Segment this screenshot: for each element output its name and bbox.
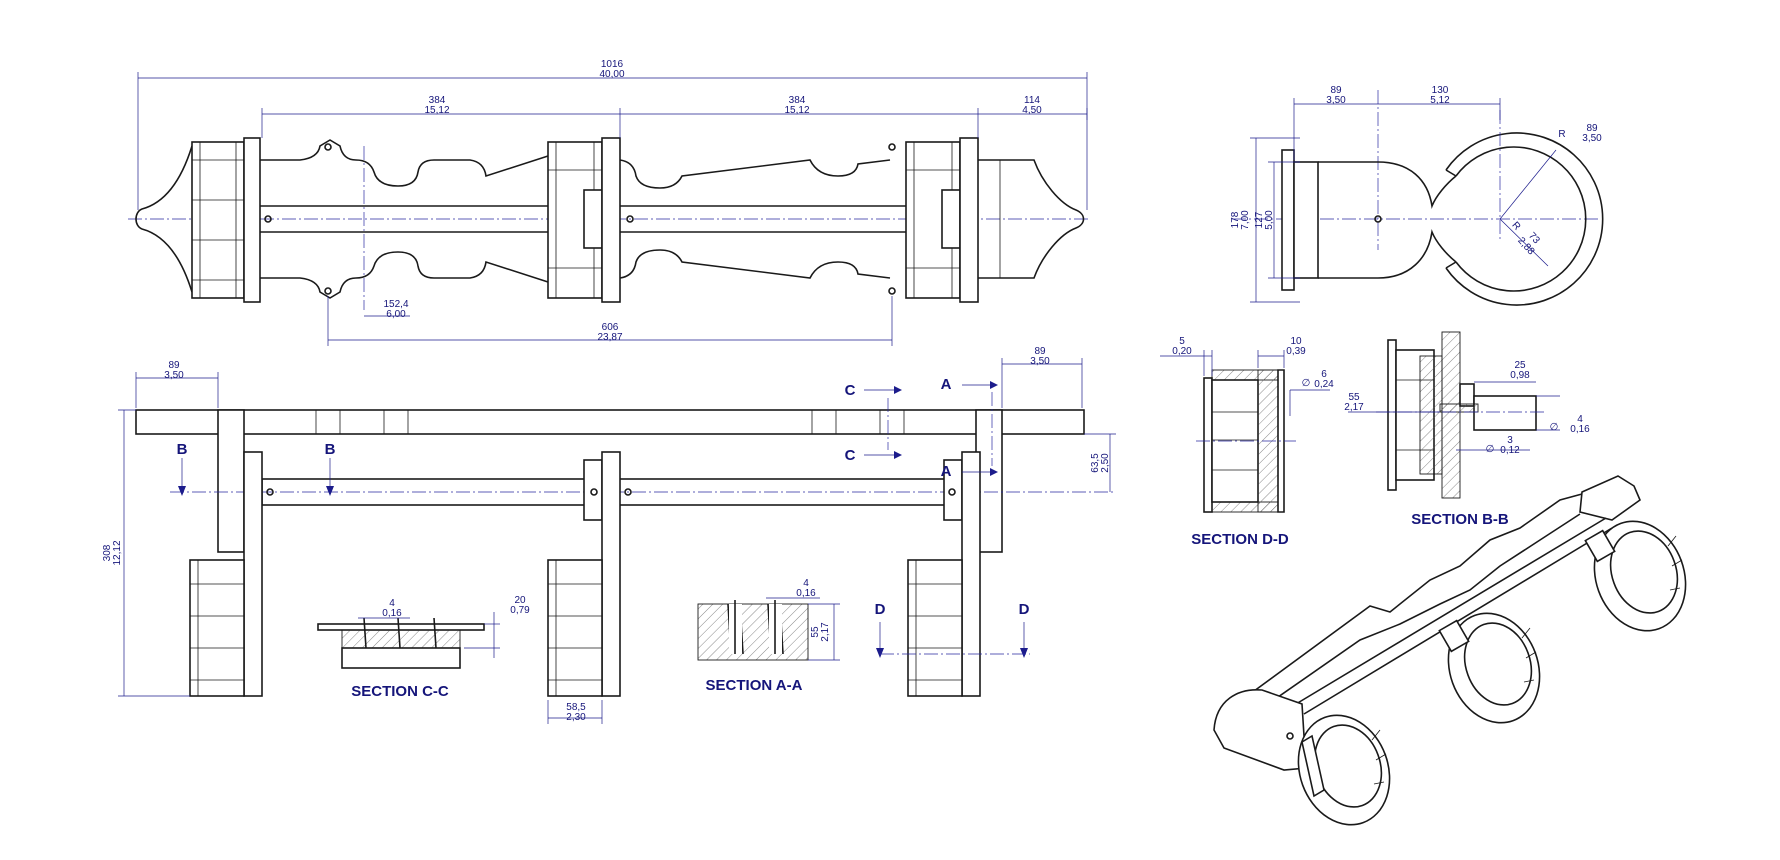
dim-bb-rod-in: 0,98: [1510, 370, 1530, 381]
dim-total-h-in: 12,12: [112, 540, 123, 565]
dim-side-width: 89: [168, 360, 180, 371]
dim-cc-peg-in: 0,16: [382, 608, 402, 619]
dim-bb-dia-sym: ∅: [1550, 422, 1559, 433]
top-view: [128, 137, 1090, 310]
dim-bb-dia-in: 0,16: [1570, 424, 1590, 435]
dim-left-span-in: 15,12: [424, 105, 449, 116]
dim-side-89-in: 3,50: [1326, 95, 1346, 106]
dim-side-width-r-in: 3,50: [1030, 356, 1050, 367]
section-aa: 4 0,16 55 2,17 SECTION A-A: [697, 578, 840, 694]
dim-side-width-r: 89: [1034, 346, 1046, 357]
dim-bb-small-in: 0,12: [1500, 445, 1520, 456]
dim-cc-h-in: 0,79: [510, 605, 530, 616]
iso-ring-right: [1584, 520, 1687, 632]
dim-overall: 1016: [601, 59, 624, 70]
dim-r-outer: 89: [1586, 123, 1598, 134]
dim-aa-h-in: 2,17: [820, 622, 831, 642]
dim-dd-l-in: 0,20: [1172, 346, 1192, 357]
marker-a-top: A: [941, 376, 952, 393]
dim-holes: 152,4: [383, 299, 408, 310]
dim-aa-peg-in: 0,16: [796, 588, 816, 599]
marker-c-bottom: C: [845, 447, 856, 464]
marker-d-left: D: [875, 601, 886, 618]
dim-height: 178: [1230, 211, 1241, 228]
front-view: [135, 409, 1115, 697]
section-bb: 25 0,98 55 2,17 ∅ 4 0,16 ∅ 3 0,12 SECTIO…: [1344, 331, 1590, 528]
dim-r-inner-label: R: [1509, 220, 1522, 233]
marker-d-right: D: [1019, 601, 1030, 618]
dim-rod-h: 63,5: [1090, 453, 1101, 473]
dim-plate-h-in: 5,00: [1264, 210, 1275, 230]
dim-side-width-in: 3,50: [164, 370, 184, 381]
dim-cc-peg: 4: [389, 598, 395, 609]
section-dd-label: SECTION D-D: [1191, 531, 1289, 548]
dim-bb-h: 55: [1348, 392, 1360, 403]
dim-cc-h: 20: [514, 595, 526, 606]
dim-left-span: 384: [429, 95, 446, 106]
marker-b-left: B: [177, 441, 188, 458]
marker-a-bottom: A: [941, 463, 952, 480]
dim-bb-dia: 4: [1577, 414, 1583, 425]
dim-ring-off: 130: [1432, 85, 1449, 96]
dim-dd-r-in: 0,39: [1286, 346, 1306, 357]
dim-aa-h: 55: [810, 626, 821, 638]
dim-end-len-in: 4,50: [1022, 105, 1042, 116]
dim-right-span-in: 15,12: [784, 105, 809, 116]
section-cc-label: SECTION C-C: [351, 683, 449, 700]
dim-plate-h: 127: [1254, 211, 1265, 228]
iso-ring-mid: [1438, 612, 1541, 724]
dim-ring-off-in: 5,12: [1430, 95, 1450, 106]
dim-bb-h-in: 2,17: [1344, 402, 1364, 413]
section-dd: 5 0,20 10 0,39 ∅ 6 0,24 SECTION D-D: [1160, 336, 1334, 548]
section-bb-label: SECTION B-B: [1411, 511, 1509, 528]
dim-bb-small-sym: ∅: [1486, 444, 1495, 455]
section-cc: 20 0,79 4 0,16 SECTION C-C: [317, 595, 530, 700]
top-view-dimensions: 1016 40,00 384 15,12 384 15,12 114 4,50 …: [137, 59, 1088, 346]
dim-total-h: 308: [102, 544, 113, 561]
dim-dd-bore: 6: [1321, 369, 1327, 380]
marker-c-top: C: [845, 382, 856, 399]
dim-dd-r: 10: [1290, 336, 1302, 347]
dim-overall-in: 40,00: [599, 69, 624, 80]
dim-right-span: 384: [789, 95, 806, 106]
dim-dd-l: 5: [1179, 336, 1185, 347]
dim-bb-rod: 25: [1514, 360, 1526, 371]
dim-plate-w: 58,5: [566, 702, 586, 713]
dim-side-89: 89: [1330, 85, 1342, 96]
dim-end-len: 114: [1024, 95, 1040, 106]
dim-plate-w-in: 2,30: [566, 712, 586, 723]
dim-bb-small: 3: [1507, 435, 1513, 446]
dim-holes-in: 6,00: [386, 309, 406, 320]
iso-ring-left: [1297, 714, 1391, 826]
dim-r-outer-in: 3,50: [1582, 133, 1602, 144]
side-view: 89 3,50 130 5,12 R 89 3,50 R 73 2,88 178…: [1230, 85, 1604, 306]
dim-r-outer-label: R: [1558, 129, 1565, 140]
dim-rod-h-in: 2,50: [1100, 453, 1111, 473]
isometric-view: [1213, 475, 1687, 826]
dim-height-in: 7,00: [1240, 210, 1251, 230]
dim-hole-span: 606: [602, 322, 619, 333]
dim-dd-bore-in: 0,24: [1314, 379, 1334, 390]
marker-b-right: B: [325, 441, 336, 458]
dim-hole-span-in: 23,87: [597, 332, 622, 343]
section-aa-label: SECTION A-A: [706, 677, 803, 694]
front-view-dimensions: 89 3,50 89 3,50 308 12,12 63,5 2,50 58,5…: [102, 346, 1116, 724]
dim-dd-bore-sym: ∅: [1302, 378, 1311, 389]
dim-aa-peg: 4: [803, 578, 809, 589]
